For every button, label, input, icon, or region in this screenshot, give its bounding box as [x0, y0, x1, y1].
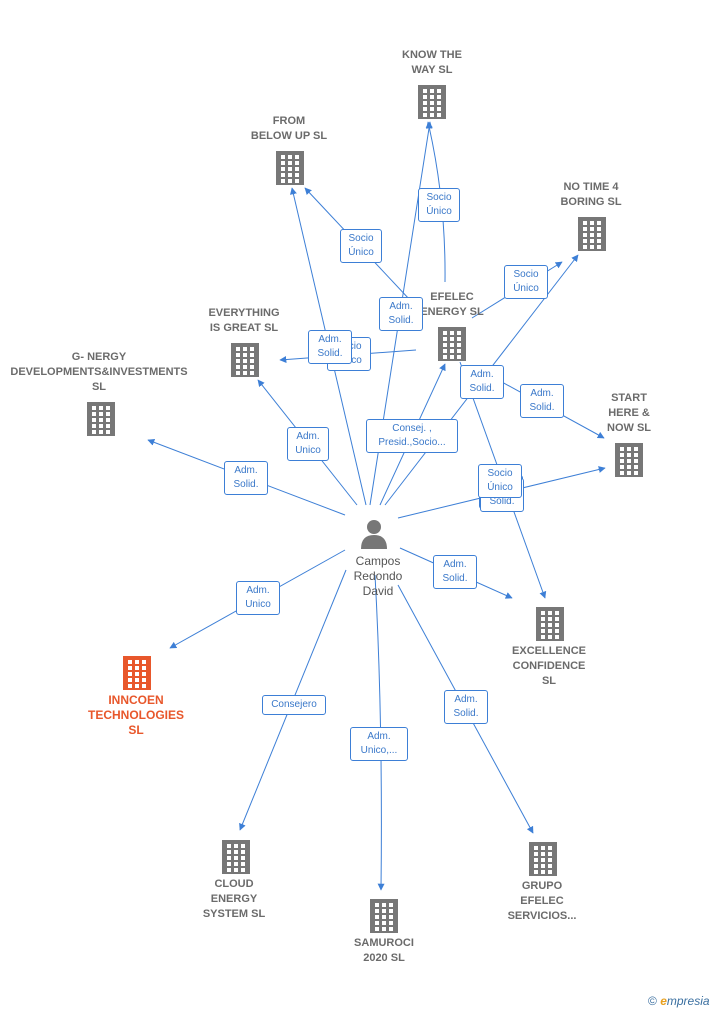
building-icon-everything[interactable]	[231, 343, 259, 377]
building-icon-know[interactable]	[418, 85, 446, 119]
company-label-efelec[interactable]: EFELEC ENERGY SL	[420, 291, 484, 318]
brand-logo-text: mpresia	[666, 994, 710, 1008]
copyright-symbol: ©	[648, 994, 657, 1008]
edge-label-e17[interactable]: Consejero	[262, 695, 326, 715]
brand-logo-e: e	[660, 994, 667, 1008]
edge-label-e8[interactable]: Adm. Solid.	[520, 384, 564, 418]
person-icon[interactable]	[361, 520, 387, 549]
company-label-gnergy[interactable]: G- NERGY DEVELOPMENTS&INVESTMENTS SL	[10, 351, 188, 393]
company-label-from[interactable]: FROM BELOW UP SL	[250, 115, 328, 142]
company-label-everything[interactable]: EVERYTHING IS GREAT SL	[208, 307, 280, 334]
edge-label-e10[interactable]: Adm. Unico	[287, 427, 329, 461]
edge-label-e3[interactable]: Adm. Solid.	[379, 297, 423, 331]
company-label-cloud[interactable]: CLOUD ENERGY SYSTEM SL	[202, 878, 266, 920]
company-label-notime[interactable]: NO TIME 4 BORING SL	[560, 181, 622, 208]
building-icon-efelec[interactable]	[438, 327, 466, 361]
edge-label-e2[interactable]: Socio Único	[340, 229, 382, 263]
person-name-label[interactable]: Campos Redondo David	[353, 554, 403, 598]
edge-label-e18[interactable]: Adm. Unico,...	[350, 727, 408, 761]
edge-label-e16[interactable]: Adm. Unico	[236, 581, 280, 615]
edge-label-e19[interactable]: Adm. Solid.	[444, 690, 488, 724]
edge-label-e12[interactable]: Adm. Solid.	[224, 461, 268, 495]
edge-label-e7[interactable]: Adm. Solid.	[460, 365, 504, 399]
edge-label-e15[interactable]: Adm. Solid.	[433, 555, 477, 589]
building-icon-gnergy[interactable]	[87, 402, 115, 436]
edge-label-e4[interactable]: Socio Único	[504, 265, 548, 299]
edge-label-e14[interactable]: Socio Único	[478, 464, 522, 498]
company-label-samuroci[interactable]: SAMUROCI 2020 SL	[354, 937, 414, 964]
building-icon-excellence[interactable]	[536, 607, 564, 641]
company-label-know[interactable]: KNOW THE WAY SL	[402, 49, 462, 76]
building-icon-notime[interactable]	[578, 217, 606, 251]
company-label-grupo[interactable]: GRUPO EFELEC SERVICIOS...	[507, 880, 577, 922]
edge-samuroci	[374, 574, 385, 891]
brand-watermark: © empresia	[648, 994, 710, 1008]
company-label-inncoen[interactable]: INNCOEN TECHNOLOGIES SL	[87, 693, 184, 737]
building-icon-samuroci[interactable]	[370, 899, 398, 933]
building-icon-inncoen[interactable]	[123, 656, 151, 690]
company-label-start[interactable]: START HERE & NOW SL	[607, 392, 651, 434]
building-icon-cloud[interactable]	[222, 840, 250, 874]
edge-label-e6[interactable]: Adm. Solid.	[308, 330, 352, 364]
edge-label-e11[interactable]: Consej. , Presid.,Socio...	[366, 419, 458, 453]
building-icon-grupo[interactable]	[529, 842, 557, 876]
building-icon-from[interactable]	[276, 151, 304, 185]
edge-label-e1[interactable]: Socio Único	[418, 188, 460, 222]
company-label-excellence[interactable]: EXCELLENCE CONFIDENCE SL	[512, 645, 586, 687]
building-icon-start[interactable]	[615, 443, 643, 477]
